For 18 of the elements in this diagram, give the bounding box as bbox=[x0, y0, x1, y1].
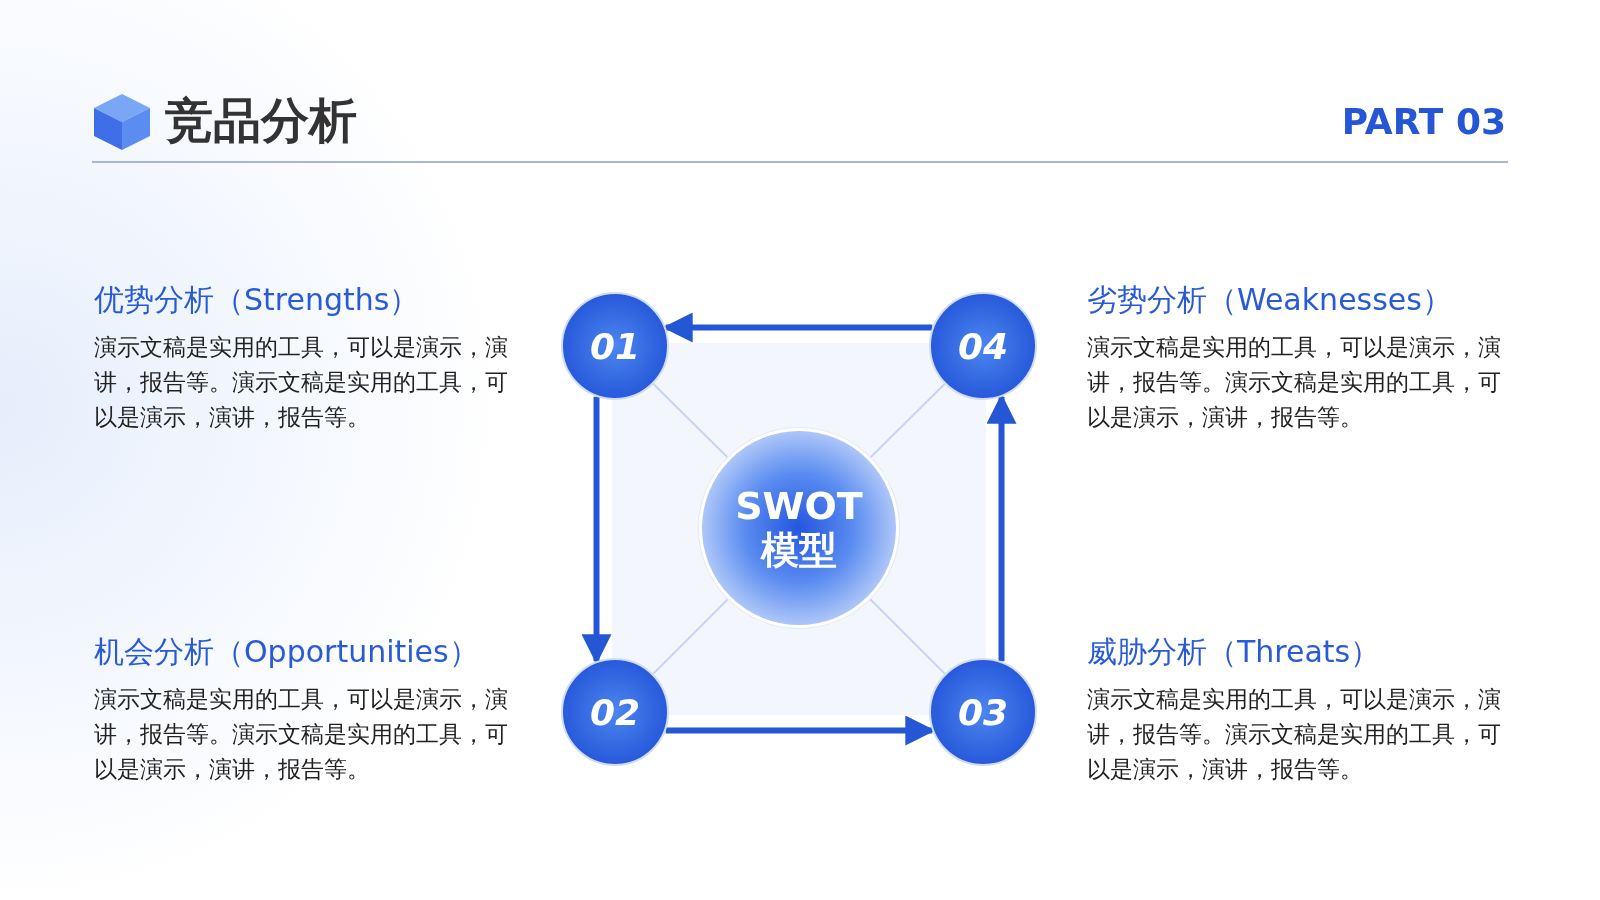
part-label: PART 03 bbox=[1341, 100, 1506, 144]
body-text: 演示文稿是实用的工具，可以是演示，演讲，报告等。演示文稿是实用的工具，可以是演示，演讲，报告等。 bbox=[1087, 685, 1502, 784]
body-text: 演示文稿是实用的工具，可以是演示，演讲，报告等。演示文稿是实用的工具，可以是演示，演讲，报告等。 bbox=[94, 685, 509, 784]
title-text: 竞品分析 bbox=[165, 91, 357, 150]
number-circle: 01 bbox=[561, 292, 669, 400]
body-text: 演示文稿是实用的工具，可以是演示，演讲，报告等。演示文稿是实用的工具，可以是演示，演讲，报告等。 bbox=[94, 333, 509, 432]
number-circle: 03 bbox=[929, 658, 1037, 766]
heading-text: 机会分析（Opportunities） bbox=[94, 633, 479, 671]
number-circle: 02 bbox=[561, 658, 669, 766]
connector-line bbox=[869, 383, 946, 459]
heading-text: 劣势分析（Weaknesses） bbox=[1087, 281, 1452, 319]
heading-text: 威胁分析（Threats） bbox=[1087, 633, 1381, 671]
number-circle: 04 bbox=[929, 292, 1037, 400]
connector-line bbox=[652, 597, 730, 675]
heading-text: 优势分析（Strengths） bbox=[94, 281, 420, 319]
connector-line bbox=[868, 597, 946, 675]
body-text: 演示文稿是实用的工具，可以是演示，演讲，报告等。演示文稿是实用的工具，可以是演示，演讲，报告等。 bbox=[1087, 333, 1502, 432]
connector-line bbox=[652, 383, 729, 459]
